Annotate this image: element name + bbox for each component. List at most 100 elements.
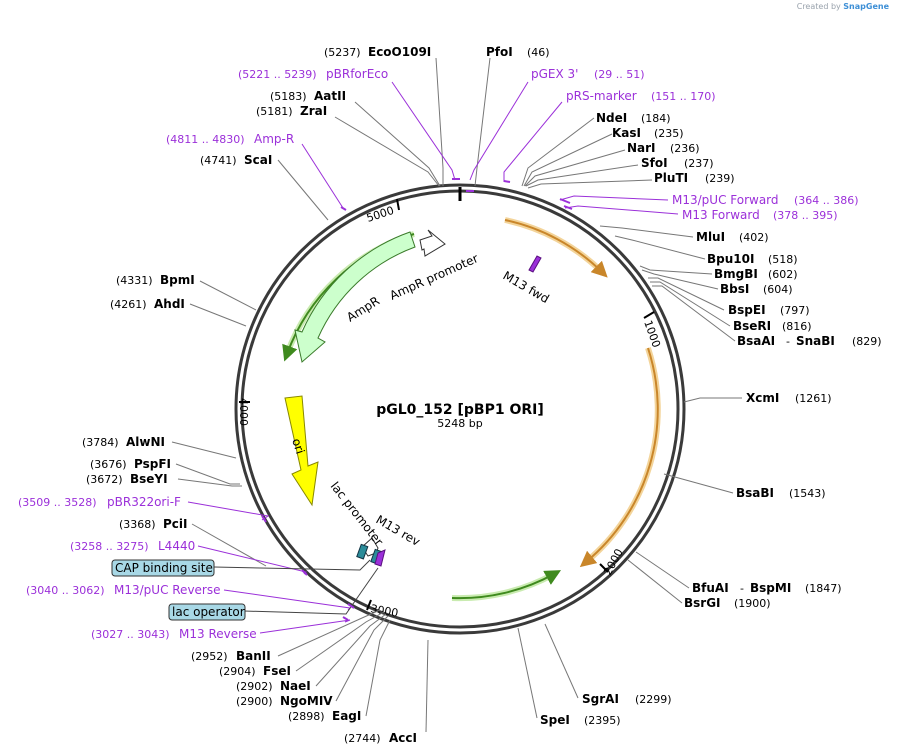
enzyme-name: AhdI: [154, 297, 185, 311]
enzyme-name: PluTI: [654, 171, 688, 185]
enzyme-name: PspFI: [134, 457, 171, 471]
enzyme-name: BseYI: [130, 472, 168, 486]
enzyme-pos: (797): [780, 304, 810, 317]
enzyme-bseri[interactable]: BseRI (816): [733, 319, 812, 333]
primer-range: (151 .. 170): [651, 90, 716, 103]
enzyme-name: ScaI: [244, 153, 272, 167]
enzyme-pair-pos: (829): [852, 335, 882, 348]
enzyme-pluti[interactable]: PluTI (239): [654, 171, 735, 185]
enzyme-bsaai-snabi[interactable]: BsaAI - SnaBI (829): [737, 334, 882, 348]
enzyme-pspfi[interactable]: (3676) PspFI: [90, 457, 171, 471]
feature-label-ori: ori: [289, 437, 307, 456]
enzyme-name: BfuAI: [692, 581, 729, 595]
enzyme-pfoi[interactable]: PfoI (46): [486, 45, 550, 59]
enzyme-scai[interactable]: (4741) ScaI: [200, 153, 272, 167]
enzyme-name: BseRI: [733, 319, 771, 333]
enzyme-bspei[interactable]: BspEI (797): [728, 303, 810, 317]
enzyme-pos: (1900): [734, 597, 771, 610]
primer-l4440[interactable]: (3258 .. 3275) L4440: [70, 539, 195, 553]
enzyme-name: NarI: [627, 141, 656, 155]
plasmid-length: 5248 bp: [437, 417, 482, 430]
enzyme-mlui[interactable]: MluI (402): [696, 230, 769, 244]
enzyme-pos: (3784): [82, 436, 119, 449]
enzyme-pos: (2900): [236, 695, 273, 708]
enzyme-name: BmgBI: [714, 267, 758, 281]
enzyme-ngomiv[interactable]: (2900) NgoMIV: [236, 694, 333, 708]
primer-amp-r[interactable]: (4811 .. 4830) Amp-R: [166, 132, 294, 146]
primer-name: Amp-R: [254, 132, 294, 146]
enzyme-name: AlwNI: [126, 435, 165, 449]
enzyme-spei[interactable]: SpeI (2395): [540, 713, 621, 727]
primer-m13-reverse[interactable]: (3027 .. 3043) M13 Reverse: [91, 627, 257, 641]
enzyme-pos: (2902): [236, 680, 273, 693]
enzyme-nari[interactable]: NarI (236): [627, 141, 700, 155]
feature-m13-rev[interactable]: [374, 549, 386, 567]
enzyme-name: AatII: [314, 89, 346, 103]
enzyme-zrai[interactable]: (5181) ZraI: [256, 104, 327, 118]
enzyme-bbsi[interactable]: BbsI (604): [720, 282, 793, 296]
enzyme-ndei[interactable]: NdeI (184): [596, 111, 671, 125]
feature-ampr[interactable]: [294, 231, 416, 363]
feature-cap-site[interactable]: [356, 543, 369, 560]
enzyme-sfoi[interactable]: SfoI (237): [641, 156, 714, 170]
enzyme-pos: (236): [670, 142, 700, 155]
enzyme-leaders: [171, 57, 742, 733]
enzyme-ahdi[interactable]: (4261) AhdI: [110, 297, 185, 311]
enzyme-aatii[interactable]: (5183) AatII: [270, 89, 346, 103]
enzyme-bpu10i[interactable]: Bpu10I (518): [707, 252, 798, 266]
primer-prs-marker[interactable]: pRS-marker (151 .. 170): [566, 89, 716, 103]
feature-m13-fwd[interactable]: [528, 255, 542, 273]
enzyme-name: BsrGI: [684, 596, 721, 610]
enzyme-bsrgi[interactable]: BsrGI (1900): [684, 596, 771, 610]
enzyme-bpmi[interactable]: (4331) BpmI: [116, 273, 195, 287]
primer-m13-puc-forward[interactable]: M13/pUC Forward (364 .. 386): [672, 193, 859, 207]
primer-pbrforeco[interactable]: (5221 .. 5239) pBRforEco: [238, 67, 388, 81]
primer-m13-forward[interactable]: M13 Forward (378 .. 395): [682, 208, 838, 222]
plasmid-name: pGL0_152 [pBP1 ORI]: [376, 402, 544, 418]
orf-arc-1: [504, 217, 605, 275]
enzyme-banii[interactable]: (2952) BanII: [191, 649, 271, 663]
enzyme-pos: (602): [768, 268, 798, 281]
lac-operator-label[interactable]: lac operator: [168, 603, 246, 621]
enzyme-eagi[interactable]: (2898) EagI: [288, 709, 361, 723]
enzyme-name: NaeI: [280, 679, 311, 693]
enzyme-pos: (604): [763, 283, 793, 296]
enzyme-pos: (2898): [288, 710, 325, 723]
enzyme-alwni[interactable]: (3784) AlwNI: [82, 435, 165, 449]
cap-binding-site-label[interactable]: CAP binding site: [111, 559, 215, 577]
enzyme-kasi[interactable]: KasI (235): [612, 126, 684, 140]
feature-ori[interactable]: [284, 395, 319, 507]
enzyme-bfuai-bspmi[interactable]: BfuAI - BspMI (1847): [692, 581, 842, 595]
enzyme-pos: (2299): [635, 693, 672, 706]
enzyme-pos: (2744): [344, 732, 381, 745]
primer-marks: [261, 178, 573, 621]
enzyme-pcii[interactable]: (3368) PciI: [119, 517, 188, 531]
backbone-outer: [234, 183, 686, 635]
enzyme-bseyi[interactable]: (3672) BseYI: [86, 472, 168, 486]
enzyme-bmgbi[interactable]: BmgBI (602): [714, 267, 798, 281]
primer-range: (378 .. 395): [773, 209, 838, 222]
feature-ampr-promoter[interactable]: [419, 229, 446, 257]
orf-arc-3: [451, 571, 556, 602]
enzyme-ecoo109i[interactable]: (5237) EcoO109I: [324, 45, 431, 59]
enzyme-name: AccI: [389, 731, 417, 745]
enzyme-name: MluI: [696, 230, 725, 244]
primer-pgex3[interactable]: pGEX 3' (29 .. 51): [531, 67, 645, 81]
primer-m13-puc-reverse[interactable]: (3040 .. 3062) M13/pUC Reverse: [26, 583, 221, 597]
enzyme-xcmi[interactable]: XcmI (1261): [746, 391, 832, 405]
primer-name: M13/pUC Forward: [672, 193, 779, 207]
enzyme-name: BsaBI: [736, 486, 774, 500]
enzyme-acci[interactable]: (2744) AccI: [344, 731, 417, 745]
snapgene-logo: SnapGene: [843, 2, 889, 11]
enzyme-sgrai[interactable]: SgrAI (2299): [582, 692, 672, 706]
enzyme-fsei[interactable]: (2904) FseI: [219, 664, 291, 678]
feature-label-ampr: AmpR: [344, 294, 382, 325]
enzyme-naei[interactable]: (2902) NaeI: [236, 679, 311, 693]
primer-pbr322ori-f[interactable]: (3509 .. 3528) pBR322ori-F: [18, 495, 181, 509]
enzyme-bsabi[interactable]: BsaBI (1543): [736, 486, 826, 500]
enzyme-name: FseI: [263, 664, 291, 678]
enzyme-pos: (46): [527, 46, 550, 59]
enzyme-name: ZraI: [300, 104, 327, 118]
feature-label-m13-fwd: M13 fwd: [501, 268, 552, 306]
enzyme-name: SfoI: [641, 156, 668, 170]
